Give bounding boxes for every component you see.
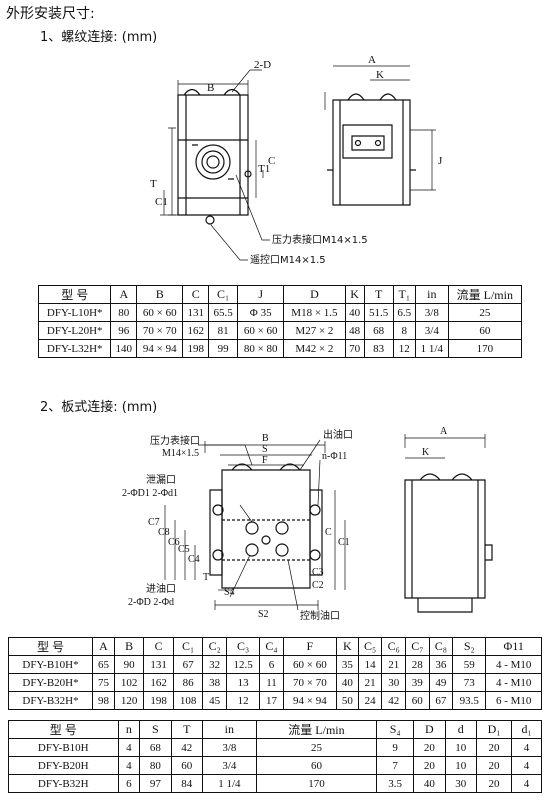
- drain-size-label: 2-ΦD1 2-Φd1: [122, 488, 178, 499]
- dim-label-t: T: [150, 178, 157, 190]
- dim-label-b: B: [207, 82, 214, 94]
- dim-label-t1: T1: [258, 163, 270, 175]
- dim-label-b2: B: [262, 433, 269, 444]
- plate-valve-drawing: 压力表接口 M14×1.5 B S F 出油口 n-Φ11 泄漏口 2-ΦD1 …: [122, 426, 493, 622]
- inlet-label: 进油口: [146, 582, 176, 595]
- dim-label-s: S: [262, 444, 268, 455]
- dim-label-t2: T: [203, 572, 209, 583]
- dim-label-c3: C3: [312, 567, 324, 578]
- dim-label-2d: 2-D: [254, 59, 271, 71]
- dim-label-c4: C4: [188, 554, 200, 565]
- dim-label-c1: C1: [155, 196, 168, 208]
- pressure-port-thread: M14×1.5: [162, 448, 199, 459]
- dim-label-a2: A: [440, 426, 448, 437]
- drain-label: 泄漏口: [146, 473, 176, 486]
- dim-label-s2: S2: [258, 609, 269, 620]
- dim-label-c1-2: C1: [338, 537, 350, 548]
- dim-label-k2: K: [422, 447, 430, 458]
- dim-label-c8: C8: [158, 527, 170, 538]
- pressure-port-label: 压力表接口M14×1.5: [272, 233, 368, 246]
- dim-label-c7: C7: [148, 517, 160, 528]
- control-port-label: 控制油口: [300, 609, 340, 622]
- page-title: 外形安装尺寸:: [6, 6, 95, 22]
- section-plate-title: 2、板式连接: (mm): [40, 400, 158, 415]
- threaded-valve-drawing: B 2-D C C1 T T1 A K J 压力表接口M14×1.5 遥控口M1…: [150, 54, 443, 266]
- n-phi11-label: n-Φ11: [322, 451, 347, 462]
- remote-port-label: 遥控口M14×1.5: [250, 253, 326, 266]
- dim-label-c6: C6: [168, 537, 180, 548]
- dim-label-c-2: C: [325, 527, 332, 538]
- dim-label-k: K: [376, 69, 384, 81]
- dim-label-s4: S4: [224, 587, 235, 598]
- dim-label-c: C: [268, 155, 275, 167]
- outlet-label: 出油口: [323, 428, 353, 441]
- dim-label-a: A: [368, 54, 376, 66]
- section-threaded-title: 1、螺纹连接: (mm): [40, 30, 158, 45]
- pressure-port-label: 压力表接口: [150, 434, 200, 447]
- dim-label-f: F: [262, 455, 268, 466]
- dim-label-c5: C5: [178, 544, 190, 555]
- dim-label-c2: C2: [312, 580, 324, 591]
- inlet-size-label: 2-ΦD 2-Φd: [128, 597, 174, 608]
- dim-label-j: J: [438, 155, 443, 167]
